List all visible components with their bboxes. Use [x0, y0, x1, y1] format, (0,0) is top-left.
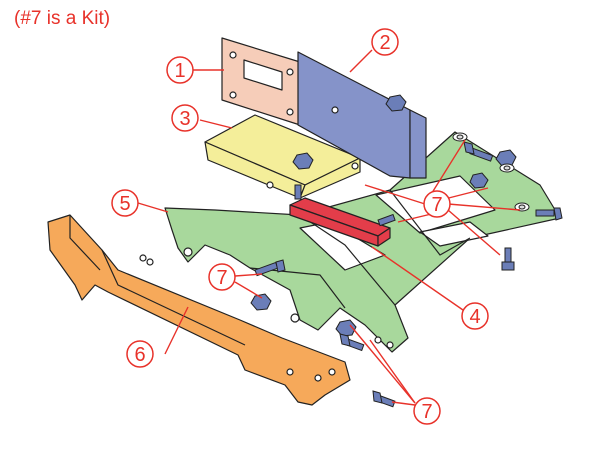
part-2-bracket	[297, 51, 427, 179]
callout-number: 2	[379, 32, 390, 54]
bolt	[501, 247, 515, 271]
callout-2: 2	[371, 28, 399, 56]
nut	[385, 94, 407, 112]
callout-number: 7	[421, 401, 432, 423]
callout-number: 6	[134, 344, 145, 366]
callout-7b: 7	[208, 263, 236, 291]
bolt	[535, 207, 563, 221]
washer	[499, 163, 515, 173]
callout-circle	[461, 302, 489, 330]
nut	[469, 172, 489, 189]
part-5-frame	[164, 131, 561, 353]
callout-7a: 7	[423, 190, 451, 218]
callout-5: 5	[111, 189, 139, 217]
part-1-plate	[221, 37, 301, 126]
part-3-plate	[204, 114, 361, 199]
callout-circle	[371, 28, 399, 56]
callout-number: 1	[174, 60, 185, 82]
callout-circle	[413, 397, 441, 425]
callout-number: 7	[216, 267, 227, 289]
kit-note: (#7 is a Kit)	[14, 8, 111, 29]
bolt	[377, 213, 396, 227]
callout-circle	[171, 104, 199, 132]
bolt	[339, 333, 365, 352]
callout-1: 1	[166, 56, 194, 84]
bolt	[372, 390, 396, 408]
washer	[514, 202, 530, 212]
callouts: 1 2 3 4 5 6 7 7 7	[111, 28, 489, 425]
callout-6: 6	[126, 340, 154, 368]
callout-number: 4	[469, 306, 480, 328]
leader-lines	[137, 49, 521, 406]
washer	[452, 132, 468, 142]
nut	[335, 319, 357, 337]
nut	[250, 293, 272, 311]
callout-4: 4	[461, 302, 489, 330]
callout-circle	[423, 190, 451, 218]
callout-7c: 7	[413, 397, 441, 425]
bolt	[463, 141, 494, 162]
callout-circle	[126, 340, 154, 368]
nut	[292, 152, 314, 170]
part-6-tube	[47, 214, 351, 406]
callout-number: 3	[179, 108, 190, 130]
part-4-bar	[289, 197, 391, 247]
callout-number: 7	[431, 194, 442, 216]
callout-number: 5	[119, 193, 130, 215]
callout-circle	[166, 56, 194, 84]
callout-3: 3	[171, 104, 199, 132]
callout-circle	[111, 189, 139, 217]
callout-circle	[208, 263, 236, 291]
bolt	[254, 259, 286, 277]
part-7-hardware	[250, 94, 563, 408]
bolt	[294, 184, 302, 200]
